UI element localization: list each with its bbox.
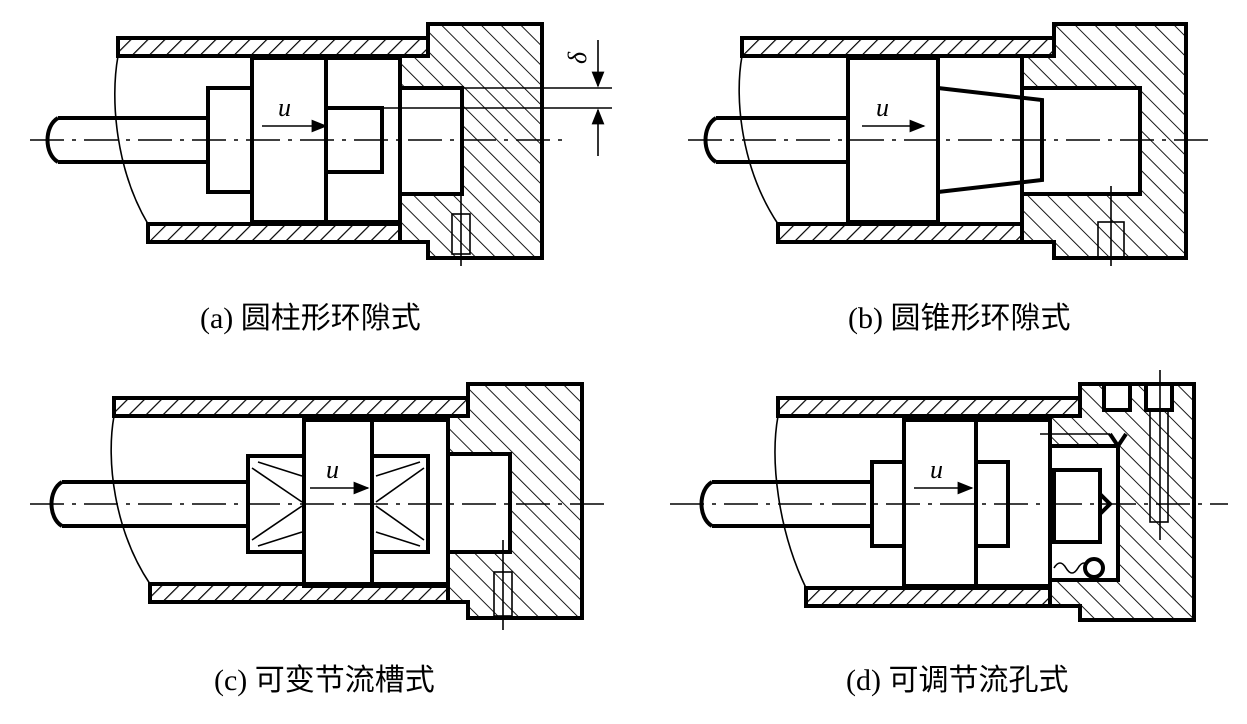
caption-b: (b) 圆锥形环隙式 xyxy=(848,302,1070,335)
b-bottom-wall xyxy=(776,222,1056,244)
a-delta-label: δ xyxy=(563,51,592,64)
c-throttle-grooves xyxy=(251,461,425,547)
d-spring xyxy=(1053,562,1091,574)
b-velocity-label: u xyxy=(876,93,889,122)
d-top-wall xyxy=(776,396,1082,418)
a-bottom-wall xyxy=(146,222,430,244)
d-check-ball xyxy=(1083,557,1105,579)
d-plunger xyxy=(1052,468,1102,544)
b-piston-rod xyxy=(716,116,848,164)
d-adjust-screw-1 xyxy=(1102,382,1132,412)
caption-d: (d) 可调节流孔式 xyxy=(846,664,1068,697)
caption-a: (a) 圆柱形环隙式 xyxy=(200,302,421,335)
b-top-wall xyxy=(740,36,1056,58)
diagram-b-conical-annular-gap: u xyxy=(688,22,1210,266)
c-top-wall xyxy=(112,396,470,418)
a-cavity xyxy=(398,86,464,196)
a-break-line xyxy=(114,55,149,225)
c-cavity xyxy=(446,452,512,554)
b-cavity xyxy=(1020,86,1142,196)
d-bottom-wall xyxy=(804,586,1082,608)
d-screw-bore xyxy=(1149,409,1169,523)
c-piston-rod xyxy=(62,480,248,528)
a-velocity-label: u xyxy=(278,93,291,122)
d-velocity-label: u xyxy=(930,455,943,484)
d-cavity xyxy=(1048,444,1120,582)
d-adjust-valve-tip xyxy=(1108,432,1128,450)
b-break-line xyxy=(738,55,779,225)
d-piston-rod xyxy=(712,480,872,528)
diagram-a-cylindrical-annular-gap: δ u xyxy=(30,22,612,266)
d-break-line xyxy=(774,415,807,589)
c-velocity-label: u xyxy=(326,455,339,484)
d-adjust-screw-2 xyxy=(1144,382,1174,412)
caption-c: (c) 可变节流槽式 xyxy=(214,664,435,697)
diagram-c-variable-throttle-groove: u xyxy=(30,382,606,630)
a-top-wall xyxy=(116,36,432,58)
c-break-line xyxy=(110,415,151,585)
a-piston-rod xyxy=(58,116,208,164)
diagram-d-adjustable-orifice: u xyxy=(670,370,1228,622)
